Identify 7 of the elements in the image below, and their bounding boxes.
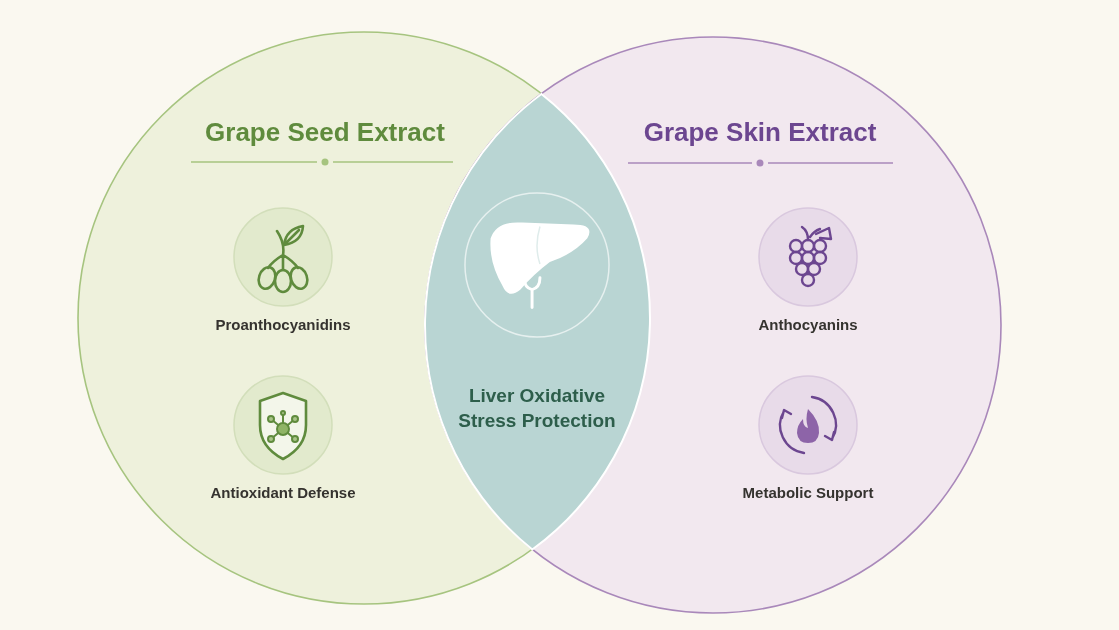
item-label: Anthocyanins — [758, 316, 858, 334]
circle-heading: Grape Seed Extract — [205, 117, 445, 147]
item-label: Metabolic Support — [742, 484, 874, 502]
item-label: Antioxidant Defense — [210, 484, 356, 502]
item-label: Proanthocyanidins — [215, 316, 351, 334]
overlap-label: Liver Oxidative Stress Protection — [457, 384, 617, 433]
circle-heading: Grape Skin Extract — [643, 117, 877, 147]
